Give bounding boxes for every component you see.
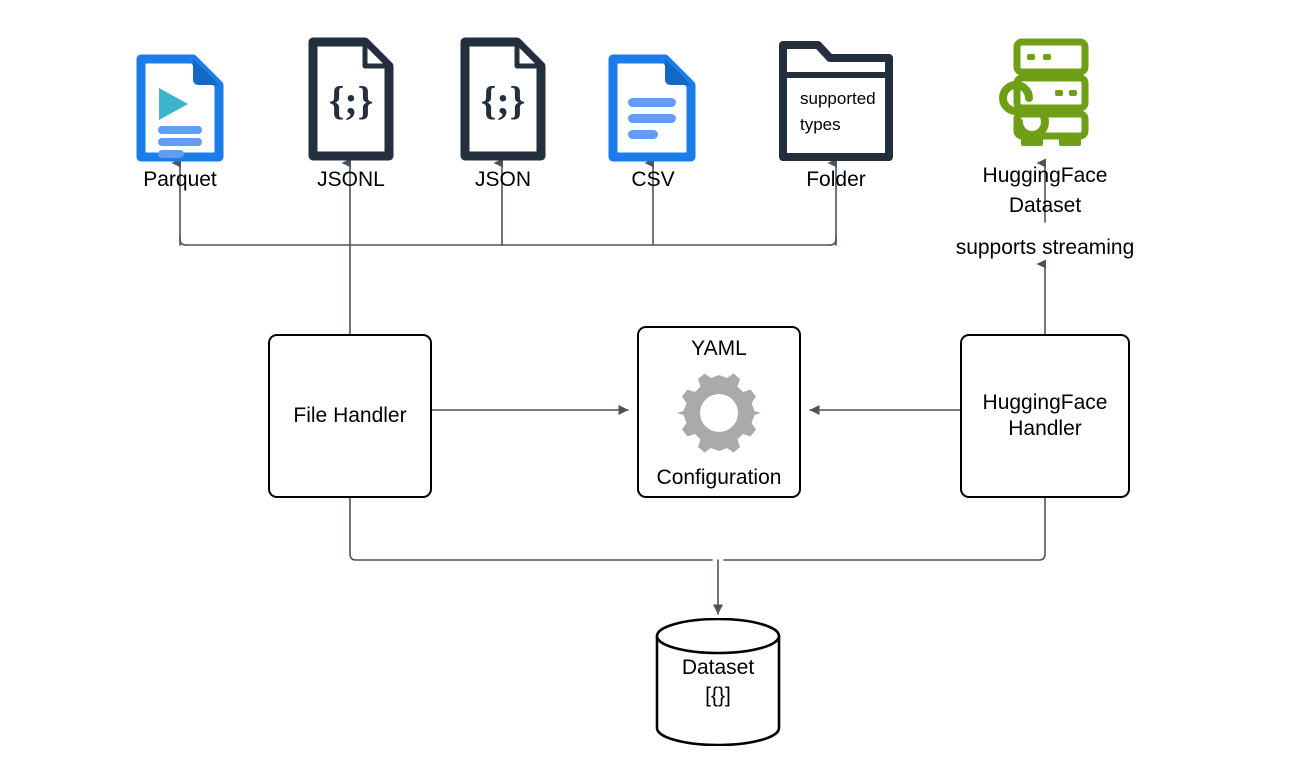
source-label-csv: CSV [631,168,675,191]
wire-source-bus [179,236,837,246]
yaml-bottom-label: Configuration [656,466,782,489]
hf-handler-label-line-1: HuggingFace [982,391,1108,414]
folder-icon [778,40,894,167]
jsonl-file-icon: {;} [307,36,395,167]
dataset-label-line-1: Dataset [681,656,755,679]
source-json[interactable]: {;} JSON [459,36,547,204]
dataset-cylinder-text: Dataset [{}] [654,654,782,710]
svg-text:{;}: {;} [481,78,526,123]
wire-file-handler-down [349,496,713,561]
source-label-jsonl: JSONL [317,168,385,191]
hf-dataset-server-icon [999,36,1091,163]
source-jsonl[interactable]: {;} JSONL [307,36,395,204]
source-parquet[interactable]: Parquet [136,54,224,204]
dataset-label-line-2: [{}] [705,684,731,707]
folder-inner-line-1: supported [800,89,876,108]
source-label-parquet: Parquet [143,168,217,191]
hf-dataset-label-line-2: Dataset [1008,194,1082,217]
yaml-top-label: YAML [691,337,747,360]
hf-handler-label-line-2: Handler [1008,417,1082,440]
file-handler-label: File Handler [293,404,407,427]
source-csv[interactable]: CSV [608,54,698,204]
source-label-folder: Folder [806,168,866,191]
gear-icon [677,371,761,455]
source-folder[interactable]: supported types Folder [778,40,894,204]
cylinder-shape [655,617,781,747]
json-file-icon: {;} [459,36,547,167]
node-huggingface-handler[interactable]: HuggingFace Handler [960,334,1130,498]
node-yaml-configuration[interactable]: YAML Configuration [637,326,801,498]
parquet-file-icon [136,54,224,167]
csv-file-icon [608,54,698,167]
huggingface-handler-label: HuggingFace Handler [977,390,1114,442]
node-dataset-cylinder[interactable]: Dataset [{}] [654,617,782,747]
folder-inner-line-2: types [800,115,841,134]
edge-label-supports-streaming: supports streaming [955,236,1135,259]
hf-dataset-label-line-1: HuggingFace [982,164,1108,187]
node-file-handler[interactable]: File Handler [268,334,432,498]
wire-hf-handler-down [723,496,1046,561]
svg-text:{;}: {;} [329,78,374,123]
hf-dataset-node[interactable]: HuggingFace Dataset [983,36,1107,226]
source-label-json: JSON [474,168,532,191]
